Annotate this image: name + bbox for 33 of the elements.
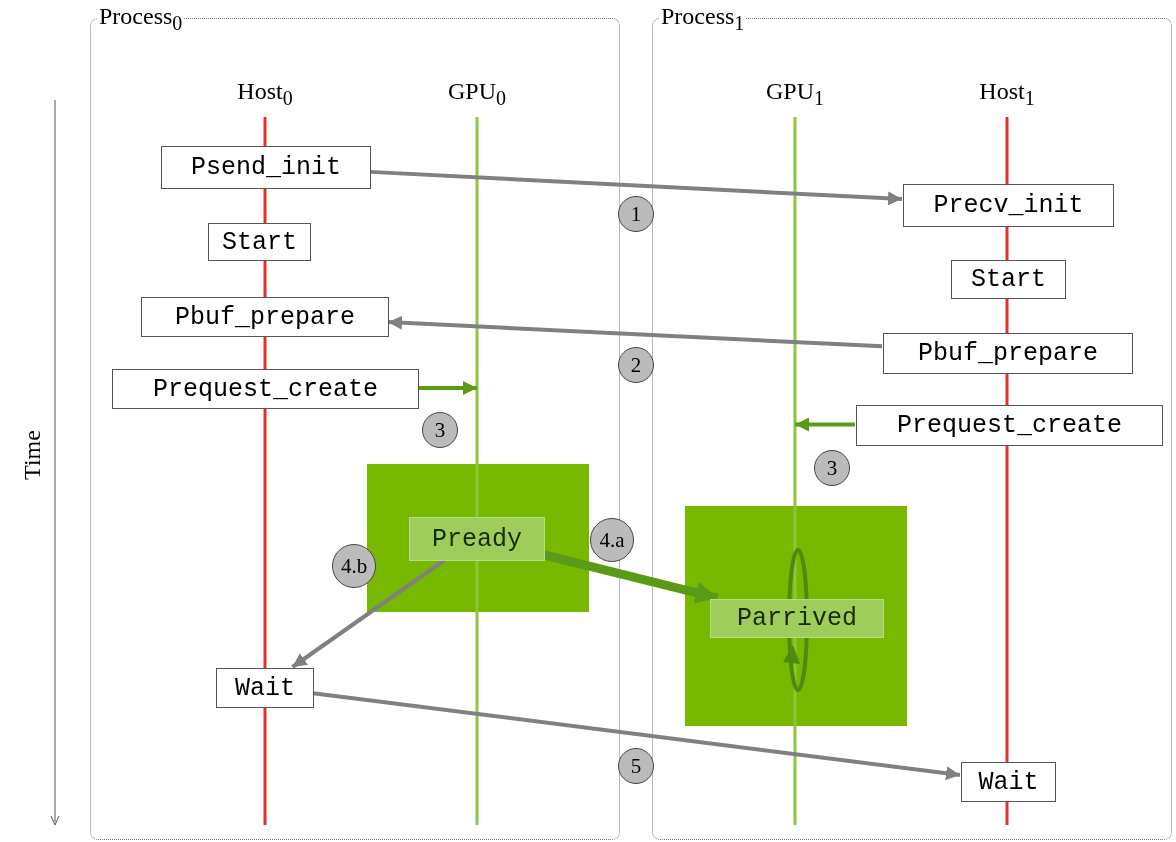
call-box: Prequest_create <box>112 369 419 409</box>
lifeline-header: GPU$_{1}$ <box>766 78 824 110</box>
arrow <box>312 691 961 781</box>
lifeline-header: GPU$_{0}$ <box>448 78 506 110</box>
callout-number: 2 <box>618 347 654 383</box>
lifeline-header: Host$_{0}$ <box>237 78 293 110</box>
call-box: Start <box>951 260 1066 299</box>
call-box: Pbuf_prepare <box>883 333 1133 374</box>
call-box: Pbuf_prepare <box>141 297 389 337</box>
call-box: Wait <box>216 668 314 708</box>
arrow <box>542 550 719 604</box>
arrow <box>418 381 477 395</box>
activity-block <box>685 506 907 726</box>
callout-number: 4.a <box>590 518 634 562</box>
arrow <box>387 315 883 349</box>
callout-number: 1 <box>618 196 654 232</box>
call-box: Precv_init <box>903 184 1114 227</box>
callout-number: 4.b <box>332 544 376 588</box>
callout-number: 5 <box>618 748 654 784</box>
arrow <box>795 417 855 432</box>
arrow <box>369 169 903 206</box>
callout-number: 3 <box>814 450 850 486</box>
call-box: Prequest_create <box>856 405 1163 446</box>
lifeline-header: Host$_{1}$ <box>979 78 1035 110</box>
arrow <box>291 558 446 669</box>
axis-label: Time <box>18 430 46 480</box>
call-box: Pready <box>409 517 545 561</box>
callout-number: 3 <box>422 412 458 448</box>
call-box: Psend_init <box>161 146 371 189</box>
call-box: Start <box>208 223 311 261</box>
activity-block <box>367 464 589 612</box>
call-box: Wait <box>961 762 1056 802</box>
call-box: Parrived <box>710 599 884 638</box>
